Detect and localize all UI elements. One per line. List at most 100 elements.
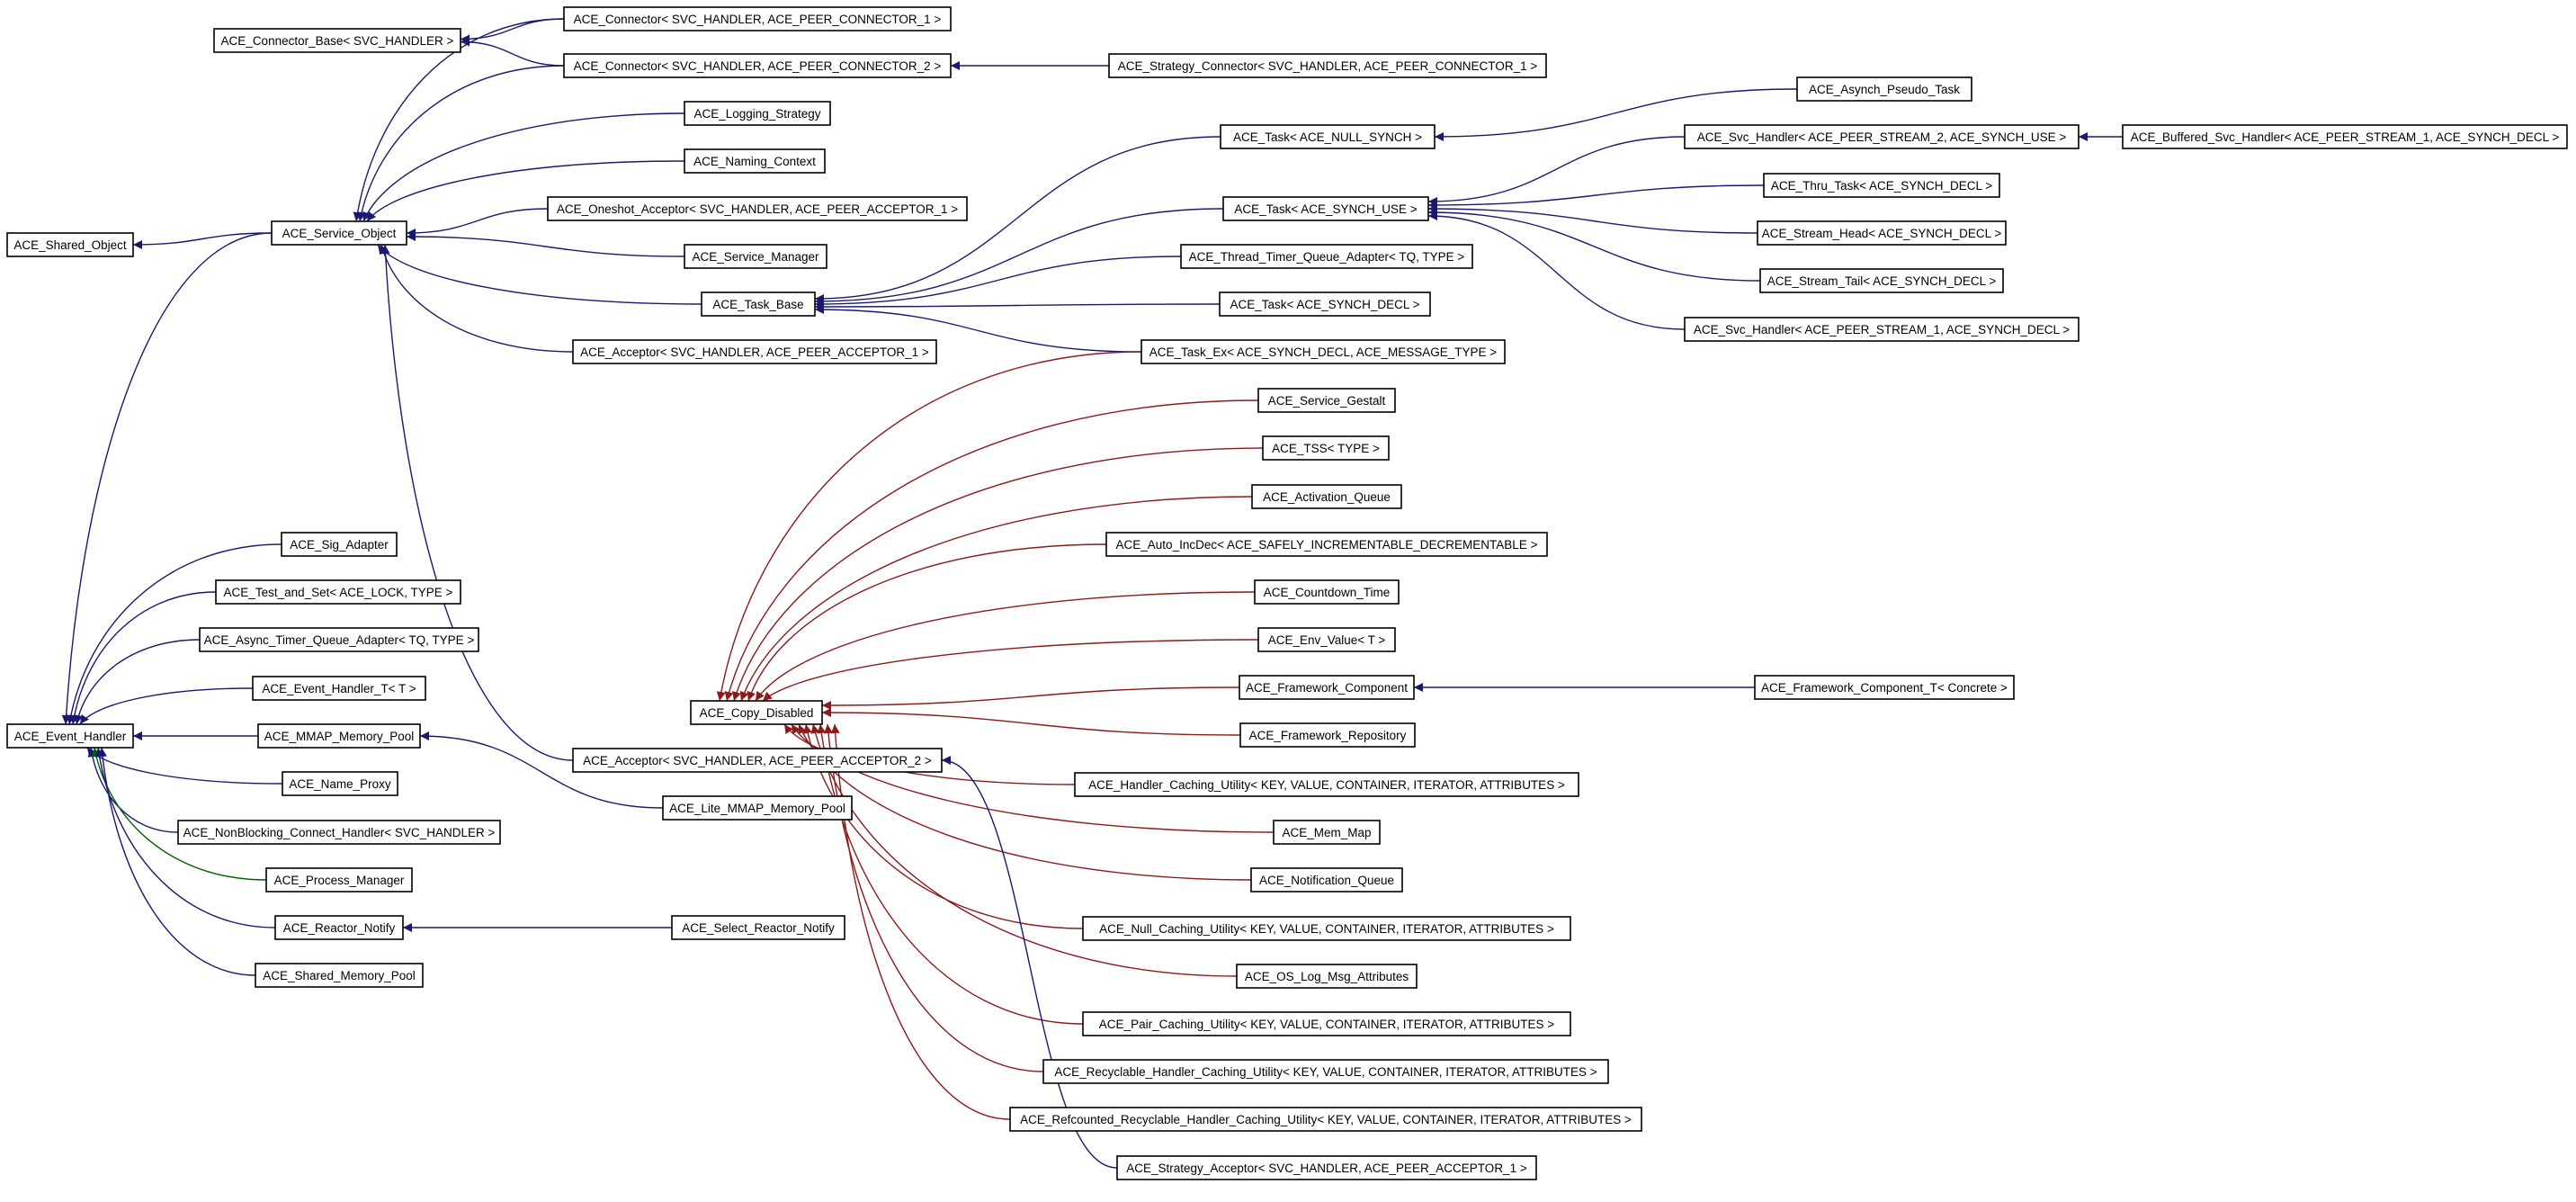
class-node-lite-mmap-memory-pool[interactable]: ACE_Lite_MMAP_Memory_Pool	[662, 795, 853, 821]
class-node-shared-memory-pool[interactable]: ACE_Shared_Memory_Pool	[255, 963, 424, 988]
class-node-stream-tail[interactable]: ACE_Stream_Tail< ACE_SYNCH_DECL >	[1759, 268, 2004, 293]
class-label: ACE_Stream_Tail< ACE_SYNCH_DECL >	[1767, 274, 1997, 288]
class-box	[1684, 317, 2080, 342]
inheritance-edge-oneshot-acceptor-to-service-object	[406, 208, 549, 238]
inheritance-edge-asynch-pseudo-task-to-task-null-synch	[1434, 88, 1798, 141]
class-node-shared-object[interactable]: ACE_Shared_Object	[6, 232, 134, 257]
class-node-framework-component-t[interactable]: ACE_Framework_Component_T< Concrete >	[1754, 675, 2015, 700]
inheritance-edge-task-synch-use-to-task-base	[814, 208, 1224, 306]
class-node-service-object[interactable]: ACE_Service_Object	[271, 220, 407, 246]
inheritance-edge-strategy-acceptor-to-acceptor2	[941, 756, 1118, 1169]
class-node-logging-strategy[interactable]: ACE_Logging_Strategy	[684, 101, 831, 126]
inheritance-edge-countdown-time-to-copy-disabled	[755, 591, 1256, 702]
class-box	[252, 676, 426, 701]
class-node-task-null-synch[interactable]: ACE_Task< ACE_NULL_SYNCH >	[1220, 124, 1436, 149]
class-label: ACE_Notification_Queue	[1259, 874, 1394, 887]
class-label: ACE_Select_Reactor_Notify	[682, 921, 835, 935]
class-node-oneshot-acceptor[interactable]: ACE_Oneshot_Acceptor< SVC_HANDLER, ACE_P…	[547, 196, 968, 221]
class-node-connector-base[interactable]: ACE_Connector_Base< SVC_HANDLER >	[213, 28, 461, 53]
class-node-test-and-set[interactable]: ACE_Test_and_Set< ACE_LOCK, TYPE >	[215, 579, 461, 605]
class-label: ACE_Framework_Repository	[1249, 729, 1407, 742]
class-box	[684, 101, 831, 126]
class-node-handler-caching-utility[interactable]: ACE_Handler_Caching_Utility< KEY, VALUE,…	[1074, 772, 1579, 797]
class-node-svc-handler2[interactable]: ACE_Svc_Handler< ACE_PEER_STREAM_2, ACE_…	[1684, 124, 2080, 149]
class-node-task-ex[interactable]: ACE_Task_Ex< ACE_SYNCH_DECL, ACE_MESSAGE…	[1140, 339, 1506, 364]
inheritance-edge-name-proxy-to-event-handler	[86, 747, 283, 785]
class-node-mem-map[interactable]: ACE_Mem_Map	[1273, 820, 1381, 845]
class-label: ACE_Connector< SVC_HANDLER, ACE_PEER_CON…	[574, 13, 942, 26]
inheritance-edge-acceptor2-to-service-object	[380, 244, 574, 761]
class-node-strategy-acceptor[interactable]: ACE_Strategy_Acceptor< SVC_HANDLER, ACE_…	[1116, 1155, 1537, 1180]
class-label: ACE_Logging_Strategy	[693, 107, 820, 121]
class-box	[1108, 53, 1547, 78]
class-node-reactor-notify[interactable]: ACE_Reactor_Notify	[274, 915, 404, 940]
class-node-thru-task[interactable]: ACE_Thru_Task< ACE_SYNCH_DECL >	[1763, 173, 2000, 198]
class-node-refcounted-recyclable-handler-caching-utility[interactable]: ACE_Refcounted_Recyclable_Handler_Cachin…	[1009, 1107, 1642, 1132]
class-box	[1180, 244, 1473, 269]
class-box	[690, 700, 823, 725]
inheritance-edge-task-base-to-service-object	[377, 244, 702, 305]
class-label: ACE_Task< ACE_SYNCH_DECL >	[1230, 298, 1419, 311]
class-label: ACE_Framework_Component	[1246, 681, 1408, 695]
class-node-countdown-time[interactable]: ACE_Countdown_Time	[1254, 579, 1400, 605]
class-node-event-handler-t[interactable]: ACE_Event_Handler_T< T >	[252, 676, 426, 701]
class-label: ACE_Sig_Adapter	[290, 538, 389, 552]
class-node-framework-component[interactable]: ACE_Framework_Component	[1239, 675, 1415, 700]
class-node-stream-head[interactable]: ACE_Stream_Head< ACE_SYNCH_DECL >	[1757, 220, 2007, 246]
class-node-os-log-msg-attributes[interactable]: ACE_OS_Log_Msg_Attributes	[1236, 964, 1418, 989]
inheritance-edge-acceptor1-to-service-object	[379, 244, 574, 353]
class-node-tss[interactable]: ACE_TSS< TYPE >	[1262, 435, 1390, 461]
class-box	[1796, 76, 1972, 102]
class-node-framework-repository[interactable]: ACE_Framework_Repository	[1239, 722, 1416, 748]
class-box	[1273, 820, 1381, 845]
class-node-thread-timer-queue-adapter[interactable]: ACE_Thread_Timer_Queue_Adapter< TQ, TYPE…	[1180, 244, 1473, 269]
class-node-copy-disabled[interactable]: ACE_Copy_Disabled	[690, 700, 823, 725]
class-box	[213, 28, 461, 53]
class-node-buffered-svc-handler[interactable]: ACE_Buffered_Svc_Handler< ACE_PEER_STREA…	[2122, 124, 2568, 149]
class-node-connector2[interactable]: ACE_Connector< SVC_HANDLER, ACE_PEER_CON…	[563, 53, 952, 78]
inheritance-edge-task-synch-decl-to-task-base	[814, 301, 1221, 311]
class-node-acceptor1[interactable]: ACE_Acceptor< SVC_HANDLER, ACE_PEER_ACCE…	[572, 339, 937, 364]
class-node-recyclable-handler-caching-utility[interactable]: ACE_Recyclable_Handler_Caching_Utility< …	[1042, 1059, 1609, 1084]
class-node-mmap-memory-pool[interactable]: ACE_MMAP_Memory_Pool	[257, 723, 421, 749]
class-node-notification-queue[interactable]: ACE_Notification_Queue	[1250, 867, 1403, 893]
class-box	[1140, 339, 1506, 364]
class-box	[1220, 124, 1436, 149]
class-node-null-caching-utility[interactable]: ACE_Null_Caching_Utility< KEY, VALUE, CO…	[1082, 916, 1571, 941]
class-node-select-reactor-notify[interactable]: ACE_Select_Reactor_Notify	[671, 915, 845, 940]
class-box	[6, 232, 134, 257]
inheritance-edge-connector1-to-connector-base	[460, 18, 565, 44]
class-node-auto-incdec[interactable]: ACE_Auto_IncDec< ACE_SAFELY_INCREMENTABL…	[1105, 532, 1548, 557]
class-node-activation-queue[interactable]: ACE_Activation_Queue	[1251, 484, 1402, 509]
class-node-naming-context[interactable]: ACE_Naming_Context	[684, 148, 826, 174]
class-node-service-manager[interactable]: ACE_Service_Manager	[684, 244, 827, 269]
class-box	[671, 915, 845, 940]
class-node-task-synch-use[interactable]: ACE_Task< ACE_SYNCH_USE >	[1222, 196, 1429, 221]
inheritance-edge-svc-handler1-to-task-synch-use	[1427, 211, 1686, 330]
class-node-task-synch-decl[interactable]: ACE_Task< ACE_SYNCH_DECL >	[1219, 292, 1431, 317]
class-box	[1082, 916, 1571, 941]
class-node-service-gestalt[interactable]: ACE_Service_Gestalt	[1257, 388, 1396, 413]
class-label: ACE_Shared_Object	[13, 238, 127, 252]
class-node-nonblocking-connect-handler[interactable]: ACE_NonBlocking_Connect_Handler< SVC_HAN…	[177, 820, 501, 845]
class-node-env-value[interactable]: ACE_Env_Value< T >	[1257, 627, 1396, 652]
class-node-connector1[interactable]: ACE_Connector< SVC_HANDLER, ACE_PEER_CON…	[563, 6, 952, 31]
class-label: ACE_Acceptor< SVC_HANDLER, ACE_PEER_ACCE…	[580, 345, 929, 359]
class-node-async-timer-queue-adapter[interactable]: ACE_Async_Timer_Queue_Adapter< TQ, TYPE …	[199, 627, 479, 652]
class-node-name-proxy[interactable]: ACE_Name_Proxy	[282, 771, 398, 796]
class-node-process-manager[interactable]: ACE_Process_Manager	[265, 867, 413, 893]
class-node-strategy-connector[interactable]: ACE_Strategy_Connector< SVC_HANDLER, ACE…	[1108, 53, 1547, 78]
class-node-asynch-pseudo-task[interactable]: ACE_Asynch_Pseudo_Task	[1796, 76, 1972, 102]
class-box	[1239, 675, 1415, 700]
class-node-acceptor2[interactable]: ACE_Acceptor< SVC_HANDLER, ACE_PEER_ACCE…	[572, 748, 943, 773]
class-node-task-base[interactable]: ACE_Task_Base	[701, 292, 816, 317]
class-node-svc-handler1[interactable]: ACE_Svc_Handler< ACE_PEER_STREAM_1, ACE_…	[1684, 317, 2080, 342]
class-node-pair-caching-utility[interactable]: ACE_Pair_Caching_Utility< KEY, VALUE, CO…	[1082, 1011, 1571, 1036]
class-node-event-handler[interactable]: ACE_Event_Handler	[6, 723, 134, 749]
class-box	[1219, 292, 1431, 317]
inheritance-edge-activation-queue-to-copy-disabled	[739, 496, 1253, 702]
class-box	[662, 795, 853, 821]
class-label: ACE_Pair_Caching_Utility< KEY, VALUE, CO…	[1099, 1018, 1555, 1031]
class-node-sig-adapter[interactable]: ACE_Sig_Adapter	[281, 532, 398, 557]
class-box	[1236, 964, 1418, 989]
